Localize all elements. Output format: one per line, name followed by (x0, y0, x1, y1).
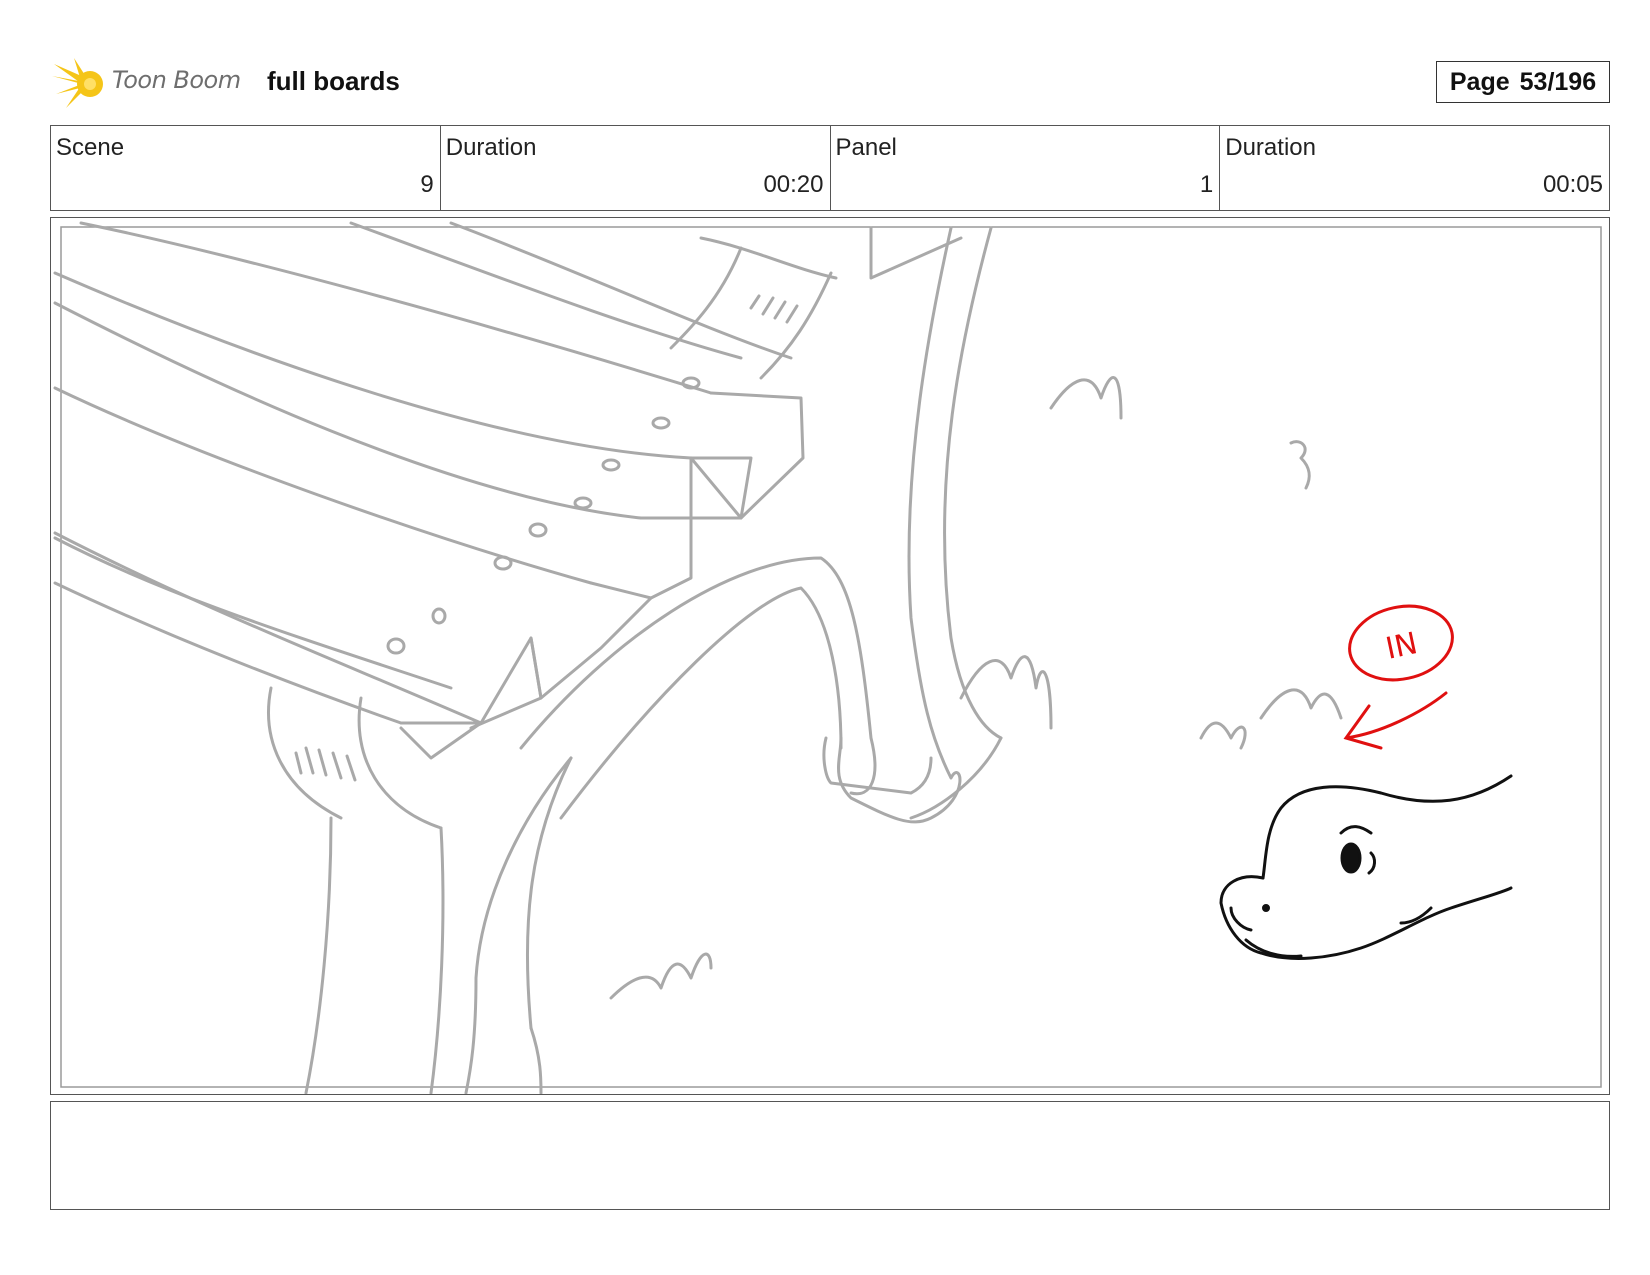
panel-duration-label: Duration (1225, 134, 1316, 161)
panel-value: 1 (1199, 171, 1214, 198)
arrow-left-icon (1343, 691, 1448, 750)
panel-info-table: Scene 9 Duration 00:20 Panel 1 Duration … (50, 125, 1610, 211)
project-title: full boards (267, 66, 400, 96)
scene-value: 9 (420, 171, 434, 198)
page-number: 53/196 (1519, 67, 1597, 96)
in-annotation (1343, 604, 1454, 750)
scene-cell: Scene 9 (51, 126, 441, 210)
scene-label: Scene (56, 134, 125, 161)
character-sketch (1219, 774, 1513, 960)
page-indicator: Page 53/196 (1436, 61, 1610, 103)
panel-cell: Panel 1 (831, 126, 1221, 210)
page-label: Page (1449, 67, 1510, 96)
panel-duration-value: 00:05 (1542, 171, 1603, 198)
scene-duration-cell: Duration 00:20 (441, 126, 831, 210)
panel-sketch: IN (53, 221, 1602, 1094)
page-header: Toon Boom full boards Page 53/196 (50, 52, 1610, 114)
scene-duration-value: 00:20 (763, 171, 824, 198)
toon-boom-logo-icon (52, 58, 103, 108)
brand-name: Toon Boom (112, 66, 241, 94)
storyboard-panel: IN (50, 217, 1610, 1095)
panel-label: Panel (835, 134, 897, 161)
bench-sketch (53, 221, 1343, 1094)
scene-duration-label: Duration (445, 134, 537, 161)
in-circle (1348, 604, 1454, 682)
panel-notes (50, 1101, 1610, 1210)
panel-duration-cell: Duration 00:05 (1220, 126, 1609, 210)
in-annotation-text: IN (1383, 626, 1421, 667)
camera-frame (60, 226, 1602, 1088)
